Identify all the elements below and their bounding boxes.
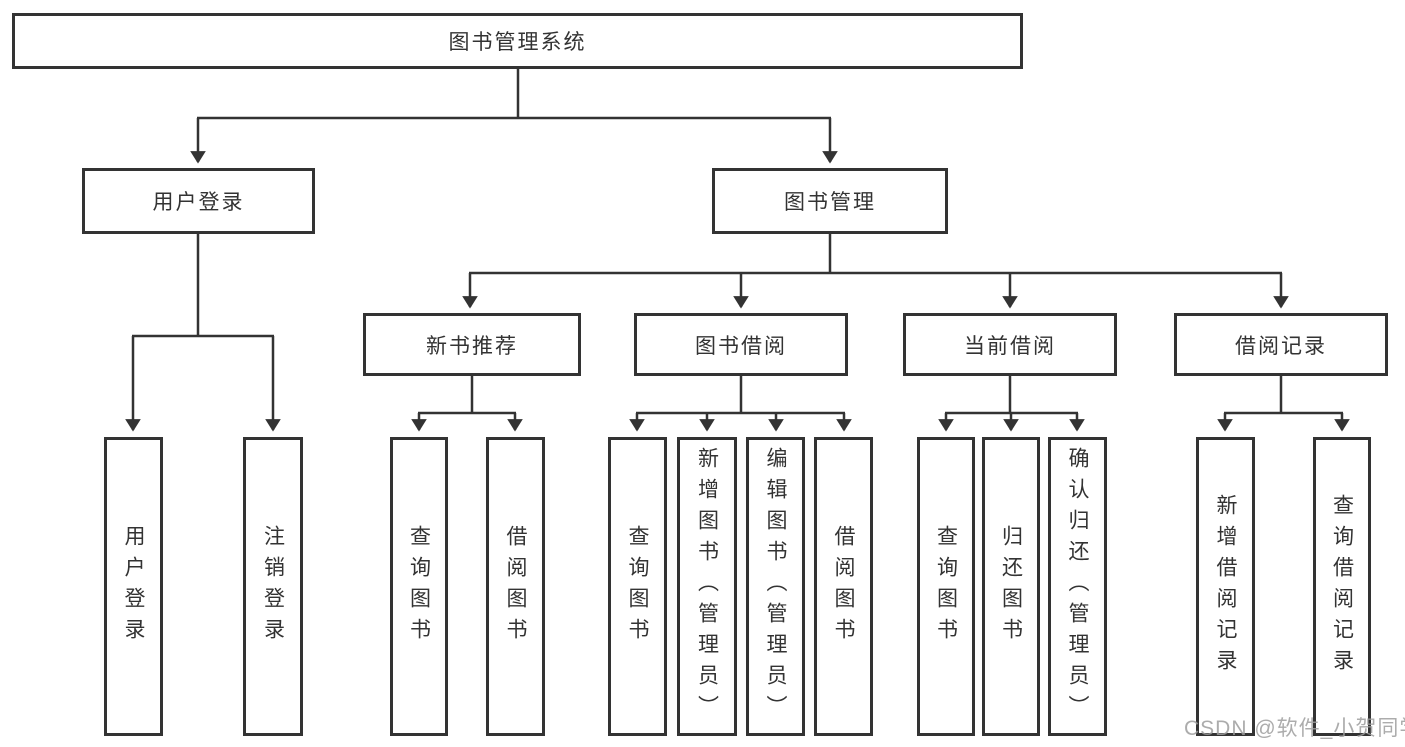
leaf-borrowing-query-books: 查询图书	[608, 437, 667, 736]
connector-book-mgmt-to-level3	[462, 233, 1289, 309]
node-root: 图书管理系统	[12, 13, 1023, 69]
node-new-book-recommend-label: 新书推荐	[426, 334, 518, 358]
node-new-book-recommend: 新书推荐	[363, 313, 581, 376]
leaf-current-confirm-return-admin: 确认归还（管理员）	[1048, 437, 1107, 736]
node-user-login: 用户登录	[82, 168, 315, 234]
node-user-login-label: 用户登录	[152, 191, 245, 214]
leaf-borrowing-borrow-books: 借阅图书	[814, 437, 873, 736]
node-book-borrowing: 图书借阅	[634, 313, 848, 376]
node-book-management: 图书管理	[712, 168, 948, 234]
node-book-management-label: 图书管理	[784, 191, 876, 214]
leaf-borrowing-add-books-admin: 新增图书（管理员）	[677, 437, 737, 736]
leaf-recommend-query-books: 查询图书	[390, 437, 448, 736]
leaf-borrowing-edit-books-admin: 编辑图书（管理员）	[746, 437, 805, 736]
connector-recommend-to-leaves	[411, 375, 523, 432]
node-book-borrowing-label: 图书借阅	[695, 334, 787, 358]
leaf-current-query-books: 查询图书	[917, 437, 975, 736]
leaf-records-query-record: 查询借阅记录	[1313, 437, 1371, 736]
leaf-current-return-books: 归还图书	[982, 437, 1040, 736]
node-current-borrowing: 当前借阅	[903, 313, 1117, 376]
node-root-label: 图书管理系统	[448, 31, 587, 54]
node-borrowing-records-label: 借阅记录	[1235, 334, 1327, 358]
csdn-watermark: CSDN @软件_小贺同学	[1184, 717, 1405, 740]
node-current-borrowing-label: 当前借阅	[964, 334, 1056, 358]
connector-current-to-leaves	[938, 375, 1085, 432]
leaf-recommend-borrow-books: 借阅图书	[486, 437, 545, 736]
node-borrowing-records: 借阅记录	[1174, 313, 1388, 376]
connector-records-to-leaves	[1217, 375, 1350, 432]
leaf-records-add-record: 新增借阅记录	[1196, 437, 1255, 736]
connector-root-to-level2	[190, 68, 838, 164]
leaf-user-login: 用户登录	[104, 437, 163, 736]
leaf-logout: 注销登录	[243, 437, 303, 736]
connector-user-login-to-leaves	[125, 233, 281, 432]
connector-borrowing-to-leaves	[629, 375, 852, 432]
